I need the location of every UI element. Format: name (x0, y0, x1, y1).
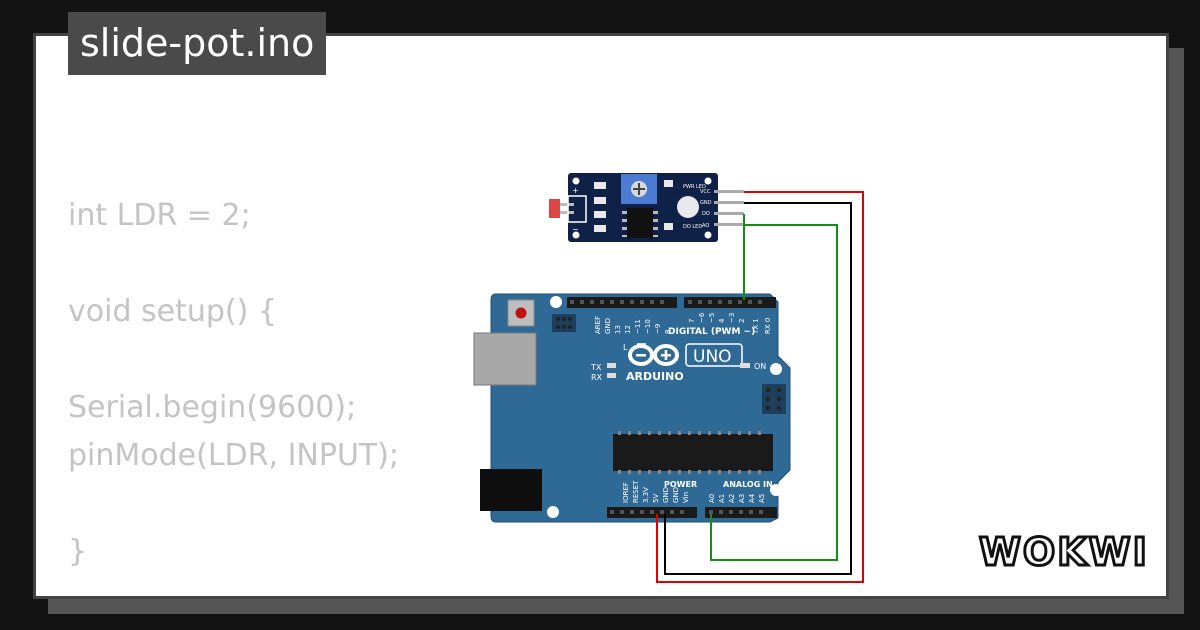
svg-text:7: 7 (688, 319, 696, 323)
module-pin-labels: VCC GND DO AO (700, 189, 712, 229)
brand-label: ARDUINO (626, 370, 684, 383)
svg-text:3.3V: 3.3V (642, 487, 650, 503)
digital-label: DIGITAL (PWM ~) (668, 327, 755, 337)
svg-text:A2: A2 (728, 494, 736, 503)
svg-text:VCC: VCC (700, 189, 711, 195)
svg-text:8: 8 (664, 330, 672, 334)
code-line (68, 240, 468, 288)
wire-ao-a0 (710, 224, 838, 561)
led-tx (607, 363, 616, 368)
code-line (68, 480, 468, 528)
svg-text:GND: GND (662, 487, 670, 503)
analog-label: ANALOG IN (723, 480, 773, 489)
circuit-diagram: AREF GND 13 12 ~11 ~10 ~9 8 7 ~6 ~5 4 ~3… (473, 173, 864, 583)
atmega-chip (613, 434, 773, 471)
svg-text:RESET: RESET (632, 480, 640, 503)
arduino-logo: UNO ARDUINO (626, 343, 743, 383)
led-on (740, 363, 750, 368)
led-tx-label: TX (590, 363, 602, 372)
ldr-sensor-module: + − PWR LED DO LED VCC GND DO (549, 173, 744, 242)
photoresistor (549, 199, 560, 218)
svg-text:A3: A3 (738, 494, 746, 503)
svg-text:A4: A4 (748, 493, 756, 503)
led-rx (607, 373, 616, 378)
led-on-label: ON (754, 362, 766, 371)
power-label: POWER (664, 480, 697, 489)
led-l-label: L (623, 343, 628, 352)
model-label: UNO (693, 347, 732, 367)
icsp-header (762, 384, 786, 414)
svg-text:TX 1: TX 1 (752, 318, 760, 335)
arduino-uno-board: AREF GND 13 12 ~11 ~10 ~9 8 7 ~6 ~5 4 ~3… (473, 293, 791, 523)
top-pin-labels: AREF GND 13 12 ~11 ~10 ~9 8 7 ~6 ~5 4 ~3… (594, 312, 772, 335)
wire-gnd-gnd (664, 202, 852, 575)
svg-text:WOKWI: WOKWI (979, 530, 1149, 574)
svg-text:RX 0: RX 0 (764, 318, 772, 334)
led-rx-label: RX (591, 373, 603, 382)
svg-text:+: + (572, 186, 579, 195)
status-led (677, 196, 699, 218)
svg-text:GND: GND (672, 487, 680, 503)
svg-text:IOREF: IOREF (622, 482, 630, 503)
svg-text:A5: A5 (758, 494, 766, 503)
do-led-label: DO LED (683, 224, 702, 230)
wires (656, 191, 864, 583)
svg-text:~5: ~5 (708, 313, 716, 323)
svg-text:13: 13 (614, 325, 622, 334)
svg-text:GND: GND (604, 318, 612, 334)
code-line (68, 336, 468, 384)
code-line: void setup() { (68, 294, 277, 329)
pwr-led-label: PWR LED (683, 184, 706, 190)
code-line: } (68, 534, 88, 569)
usb-connector (473, 332, 537, 386)
svg-text:~3: ~3 (728, 313, 736, 323)
svg-text:A1: A1 (718, 494, 726, 503)
svg-text:GND: GND (700, 200, 712, 206)
svg-text:Vin: Vin (682, 492, 690, 503)
mounting-hole (550, 296, 562, 308)
reset-button[interactable] (507, 299, 535, 327)
project-title[interactable]: slide-pot.ino (68, 12, 327, 75)
svg-text:2: 2 (738, 319, 746, 323)
svg-text:A0: A0 (708, 494, 716, 503)
wokwi-logo: WOKWI (978, 529, 1149, 576)
code-line: pinMode(LDR, INPUT); (68, 438, 400, 473)
svg-text:AO: AO (702, 223, 709, 229)
svg-text:~6: ~6 (698, 312, 706, 323)
svg-text:DO: DO (702, 211, 710, 217)
bottom-pin-labels: IOREF RESET 3.3V 5V GND GND Vin A0 A1 A2… (622, 480, 766, 503)
mounting-hole (547, 506, 559, 518)
svg-text:5V: 5V (652, 494, 660, 503)
svg-text:AREF: AREF (594, 316, 602, 334)
comparator-chip (627, 208, 653, 238)
code-preview: int LDR = 2; void setup() { Serial.begin… (68, 192, 468, 576)
svg-text:~9: ~9 (654, 324, 662, 334)
mounting-hole (770, 363, 782, 375)
svg-text:12: 12 (624, 325, 632, 334)
code-line: Serial.begin(9600); (68, 390, 357, 425)
svg-text:−: − (572, 225, 579, 234)
mounting-hole (770, 484, 782, 496)
svg-text:~11: ~11 (634, 319, 642, 334)
svg-text:4: 4 (718, 318, 726, 323)
code-line: int LDR = 2; (68, 198, 251, 233)
power-jack (480, 469, 542, 511)
svg-text:~10: ~10 (644, 319, 652, 334)
wire-vcc-5v (656, 191, 864, 583)
